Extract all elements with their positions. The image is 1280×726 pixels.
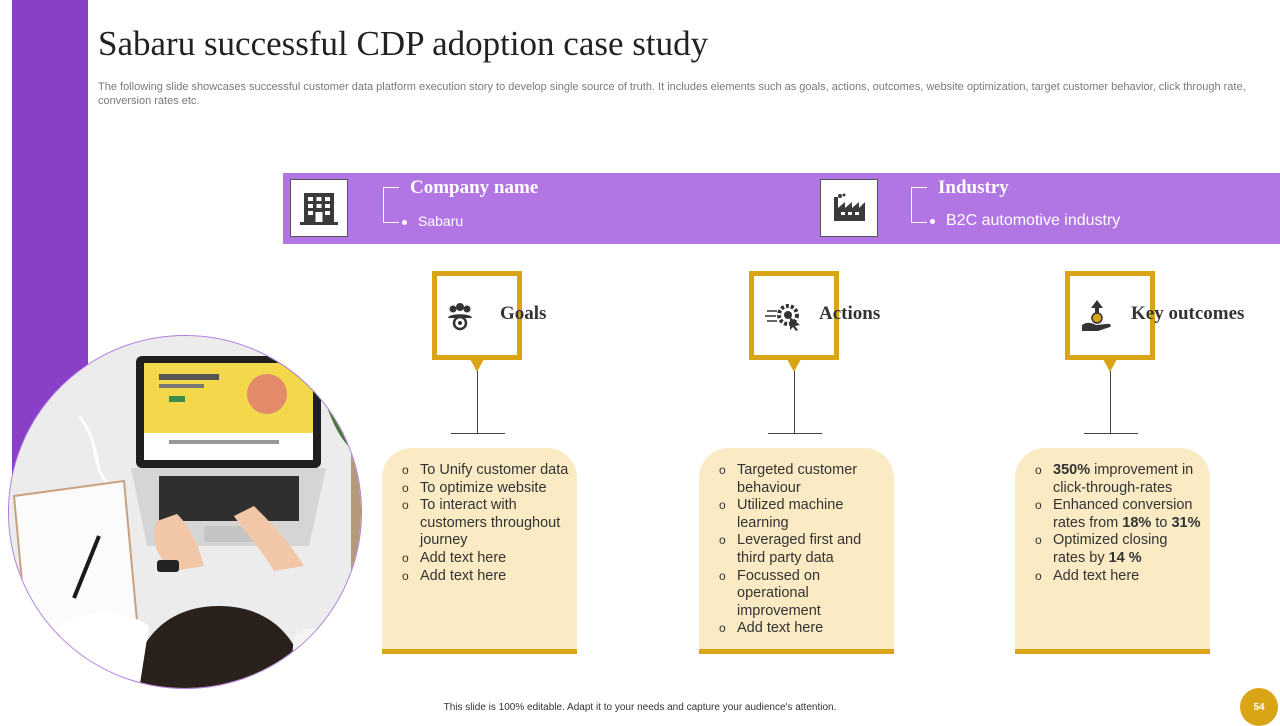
actions-icon-box: [749, 271, 839, 360]
goals-label: Goals: [500, 303, 547, 324]
page-number-badge: 54: [1240, 688, 1278, 726]
slide-subtitle: The following slide showcases successful…: [98, 81, 1246, 107]
company-info-band: Company name Sabaru Industry B2C automot…: [283, 173, 1280, 244]
list-item: Utilized machine learning: [719, 497, 894, 532]
actions-connector: [794, 371, 795, 433]
actions-card: Targeted customer behaviour Utilized mac…: [699, 448, 894, 654]
outcomes-icon-box: [1065, 271, 1155, 360]
goals-card: To Unify customer data To optimize websi…: [382, 448, 577, 654]
industry-bracket: [911, 187, 927, 223]
slide-title: Sabaru successful CDP adoption case stud…: [98, 24, 709, 63]
list-item: To Unify customer data: [402, 462, 577, 480]
building-icon: [290, 179, 348, 237]
outcomes-connector: [1110, 371, 1111, 433]
goals-icon-box: [432, 271, 522, 360]
company-bracket: [383, 187, 399, 223]
goals-connector-base: [451, 433, 505, 434]
company-name-value: Sabaru: [418, 213, 464, 229]
actions-label: Actions: [819, 303, 881, 324]
conversion-to-stat: 31%: [1171, 514, 1201, 531]
list-item: Optimized closing rates by 14 %: [1035, 532, 1210, 567]
conversion-from-stat: 18%: [1122, 514, 1152, 531]
gear-cursor-icon: [765, 303, 800, 331]
list-item: Add text here: [402, 550, 577, 568]
list-item: 350% improvement in click-through-rates: [1035, 462, 1210, 497]
closing-rate-stat: 14 %: [1108, 549, 1142, 566]
ctr-stat: 350%: [1053, 462, 1091, 478]
company-name-label: Company name: [410, 177, 539, 198]
factory-icon: [820, 179, 878, 237]
list-item: Leveraged first and third party data: [719, 532, 894, 567]
industry-value: B2C automotive industry: [946, 212, 1121, 229]
list-item: To interact with customers throughout jo…: [402, 497, 577, 550]
list-item: Targeted customer behaviour: [719, 462, 894, 497]
list-item: Enhanced conversion rates from 18% to 31…: [1035, 497, 1210, 532]
outcomes-card: 350% improvement in click-through-rates …: [1015, 448, 1210, 654]
footer-note: This slide is 100% editable. Adapt it to…: [443, 702, 837, 713]
team-target-icon: [448, 302, 472, 330]
outcomes-connector-base: [1084, 433, 1138, 434]
list-item: Focussed on operational improvement: [719, 568, 894, 621]
company-bullet: [402, 220, 407, 225]
actions-pointer: [787, 359, 801, 372]
list-item: Add text here: [719, 620, 894, 638]
growth-hand-icon: [1082, 299, 1111, 331]
goals-connector: [477, 371, 478, 433]
goals-pointer: [470, 359, 484, 372]
actions-connector-base: [768, 433, 822, 434]
industry-bullet: [930, 219, 935, 224]
outcomes-label: Key outcomes: [1131, 303, 1245, 324]
list-item: To optimize website: [402, 480, 577, 498]
outcomes-pointer: [1103, 359, 1117, 372]
list-item: Add text here: [1035, 568, 1210, 586]
list-item: Add text here: [402, 568, 577, 586]
industry-label: Industry: [938, 177, 1009, 198]
laptop-photo: [8, 335, 362, 689]
